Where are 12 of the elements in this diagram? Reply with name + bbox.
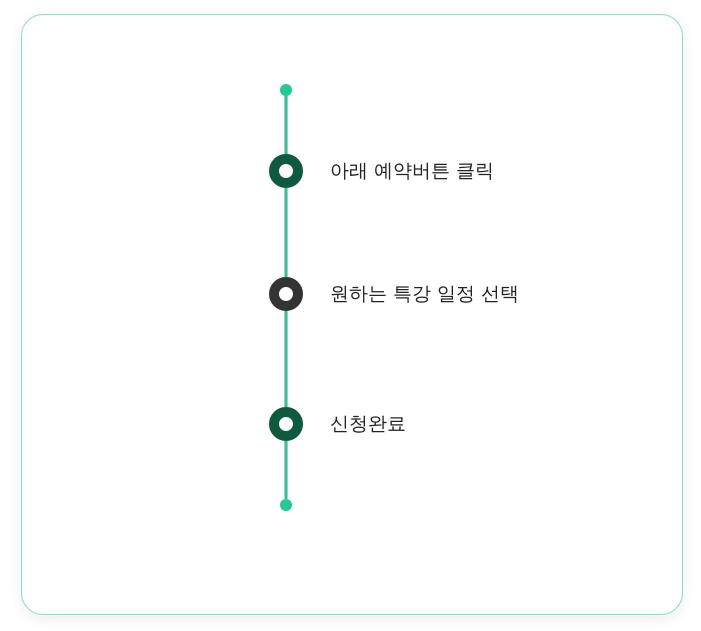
timeline-connector bbox=[284, 188, 288, 277]
timeline-end-dot bbox=[280, 499, 292, 511]
step-label: 아래 예약버튼 클릭 bbox=[330, 159, 494, 183]
step-label: 원하는 특강 일정 선택 bbox=[330, 282, 520, 306]
step-ring-marker bbox=[269, 407, 303, 441]
step-label: 신청완료 bbox=[330, 412, 406, 436]
timeline-connector bbox=[284, 311, 288, 407]
step-ring-marker bbox=[269, 277, 303, 311]
timeline-connector bbox=[284, 96, 288, 154]
timeline-end-dot bbox=[280, 84, 292, 96]
step-ring-marker bbox=[269, 154, 303, 188]
timeline-connector bbox=[284, 441, 288, 499]
